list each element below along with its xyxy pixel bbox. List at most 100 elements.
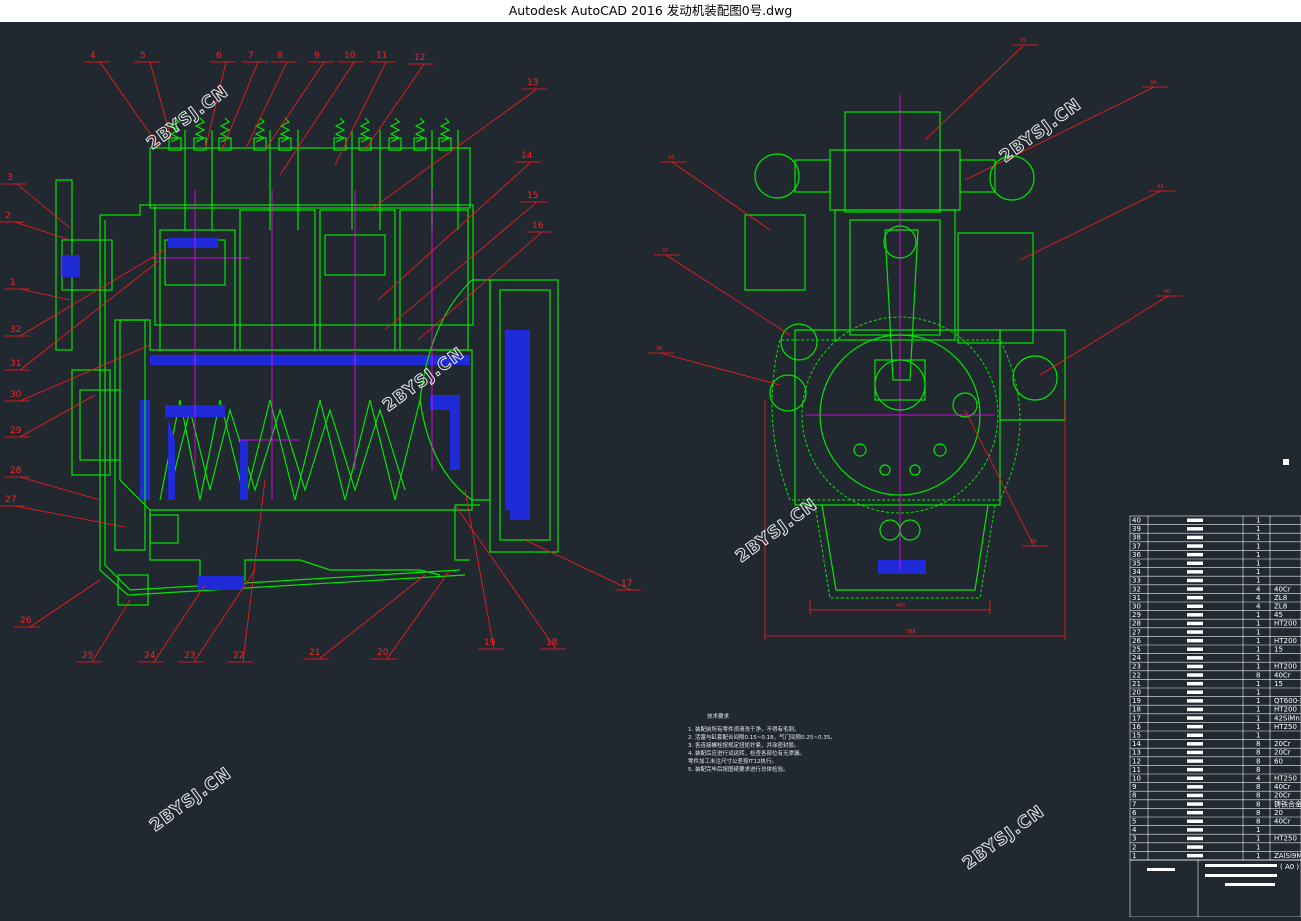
- part-number-label: 27: [5, 495, 16, 505]
- part-no: 27: [1132, 628, 1141, 636]
- part-no: 1: [1132, 852, 1136, 860]
- part-qty: 1: [1256, 843, 1260, 851]
- part-number-label: 25: [82, 651, 93, 661]
- leader-line: [964, 86, 1155, 181]
- leader-line: [671, 161, 771, 231]
- leader-line: [369, 88, 538, 211]
- part-number-label: 38: [656, 346, 662, 352]
- part-number-label: 33: [1157, 184, 1163, 190]
- leader-line: [242, 479, 266, 663]
- part-number-label: 7: [248, 51, 254, 61]
- part-qty: 8: [1256, 671, 1260, 679]
- part-number-label: 29: [10, 426, 22, 436]
- part-no: 34: [1132, 568, 1141, 576]
- leader-line: [19, 394, 96, 438]
- part-qty: 8: [1256, 783, 1260, 791]
- part-number-label: 15: [527, 191, 538, 201]
- part-qty: 8: [1256, 766, 1260, 774]
- part-qty: 1: [1256, 525, 1260, 533]
- part-number-label: 10: [344, 51, 356, 61]
- part-number-label: 2: [5, 211, 11, 221]
- leader-line: [14, 505, 126, 528]
- table-row: 11ZAlSi9Mg: [1130, 852, 1301, 861]
- part-number-label: 19: [484, 638, 496, 648]
- part-material: HT200: [1274, 706, 1297, 714]
- part-number-label: 23: [184, 651, 195, 661]
- leader-line: [334, 61, 387, 166]
- part-material: HT250: [1274, 723, 1297, 731]
- part-material: ZL8: [1274, 603, 1287, 611]
- leader-line: [221, 61, 259, 151]
- part-no: 35: [1132, 560, 1141, 568]
- part-number-label: 8: [277, 51, 283, 61]
- part-number-label: 12: [414, 53, 425, 63]
- part-material: 铸铁合金: [1274, 799, 1301, 808]
- part-number-label: 36: [668, 155, 674, 161]
- part-no: 3: [1132, 835, 1136, 843]
- part-number-label: 13: [527, 78, 538, 88]
- part-qty: 1: [1256, 697, 1260, 705]
- note-line: 2. 活塞与缸套配合间隙0.15~0.18，气门间隙0.25~0.35。: [688, 733, 836, 741]
- leader-line: [91, 599, 131, 663]
- part-number-label: 17: [621, 579, 632, 589]
- part-number-label: 32: [10, 325, 21, 335]
- part-no: 23: [1132, 663, 1141, 671]
- part-number-label: 24: [144, 651, 156, 661]
- leader-line: [417, 231, 543, 341]
- leader-line: [279, 61, 355, 176]
- note-line: 5. 装配完毕后按图纸要求进行总体检验。: [688, 765, 789, 773]
- technical-notes: 技术要求 1. 装配前所有零件须清洗干净，不得有毛刺。 2. 活塞与缸套配合间隙…: [688, 712, 836, 773]
- part-material: HT250: [1274, 775, 1297, 783]
- leader-line: [386, 569, 451, 660]
- part-qty: 1: [1256, 654, 1260, 662]
- part-no: 21: [1132, 680, 1141, 688]
- window-title: Autodesk AutoCAD 2016 发动机装配图0号.dwg: [0, 0, 1301, 22]
- part-qty: 8: [1256, 757, 1260, 765]
- part-qty: 1: [1256, 568, 1260, 576]
- leader-line: [19, 259, 161, 371]
- leader-line: [16, 183, 71, 229]
- part-number-label: 39: [1030, 539, 1036, 545]
- front-section-view: [55, 117, 559, 606]
- watermark-text: 2BYSJ.CN: [959, 801, 1048, 874]
- part-no: 39: [1132, 525, 1141, 533]
- leader-line: [964, 409, 1035, 547]
- leader-line: [19, 249, 166, 337]
- part-material: 20Cr: [1274, 749, 1291, 757]
- part-qty: 4: [1256, 585, 1261, 593]
- part-no: 11: [1132, 766, 1141, 774]
- part-material: 20: [1274, 809, 1283, 817]
- part-material: HT200: [1274, 637, 1297, 645]
- part-qty: 1: [1256, 835, 1260, 843]
- part-no: 10: [1132, 775, 1141, 783]
- part-qty: 1: [1256, 560, 1260, 568]
- leader-line: [19, 344, 151, 402]
- leader-line: [1019, 190, 1162, 261]
- part-material: 45: [1274, 611, 1283, 619]
- leader-line: [29, 579, 101, 628]
- leader-line: [524, 539, 632, 591]
- part-material: 20Cr: [1274, 740, 1291, 748]
- centerlines: [150, 95, 995, 570]
- part-material: ZL8: [1274, 594, 1287, 602]
- table-row: 35 1: [1130, 560, 1301, 568]
- part-material: 40Cr: [1274, 818, 1291, 826]
- part-no: 8: [1132, 792, 1136, 800]
- leader-line: [99, 61, 161, 149]
- leader-line: [193, 569, 256, 663]
- part-number-label: 20: [377, 648, 389, 658]
- leader-line: [19, 476, 101, 501]
